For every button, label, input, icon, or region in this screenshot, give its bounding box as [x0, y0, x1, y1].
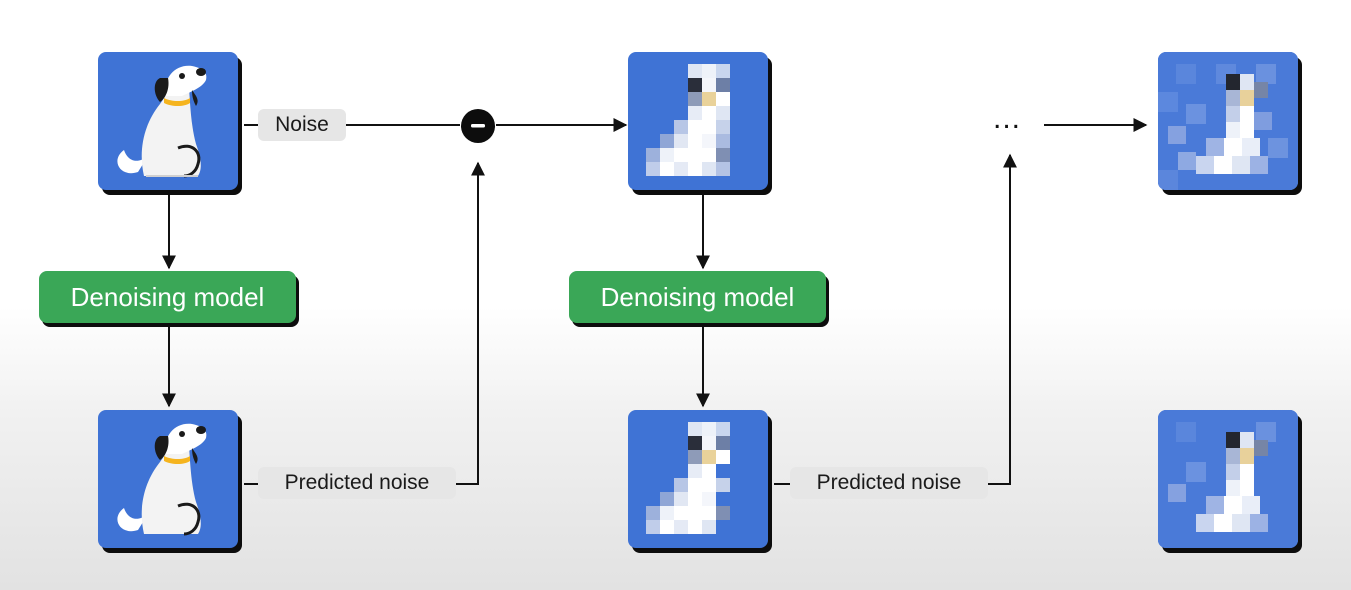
noisy-dog-icon — [1158, 410, 1298, 548]
denoising-model-box-2: Denoising model — [569, 271, 826, 323]
final-noisy-image — [1158, 52, 1298, 190]
continuation-ellipsis: ... — [993, 102, 1022, 135]
input-image-tile — [98, 52, 238, 190]
pixelated-dog-icon — [646, 422, 730, 534]
pixelated-dog-icon — [646, 64, 730, 176]
predicted-noise-image-1 — [98, 410, 238, 548]
denoising-model-box-1: Denoising model — [39, 271, 296, 323]
predicted-noise-image-2 — [628, 410, 768, 548]
predicted-noise-label-1: Predicted noise — [258, 467, 456, 499]
predicted-noise-label-2: Predicted noise — [790, 467, 988, 499]
final-predicted-noise-image — [1158, 410, 1298, 548]
dog-icon — [117, 65, 207, 178]
noise-label: Noise — [258, 109, 346, 141]
pred-noise2-to-ellipsis-arrow — [988, 153, 1017, 485]
dog-icon — [117, 423, 207, 536]
pred-noise1-to-minus-arrow — [456, 161, 485, 485]
subtract-operator-icon — [461, 109, 495, 143]
denoised-image-step-1 — [628, 52, 768, 190]
noisy-dog-icon — [1158, 52, 1298, 190]
